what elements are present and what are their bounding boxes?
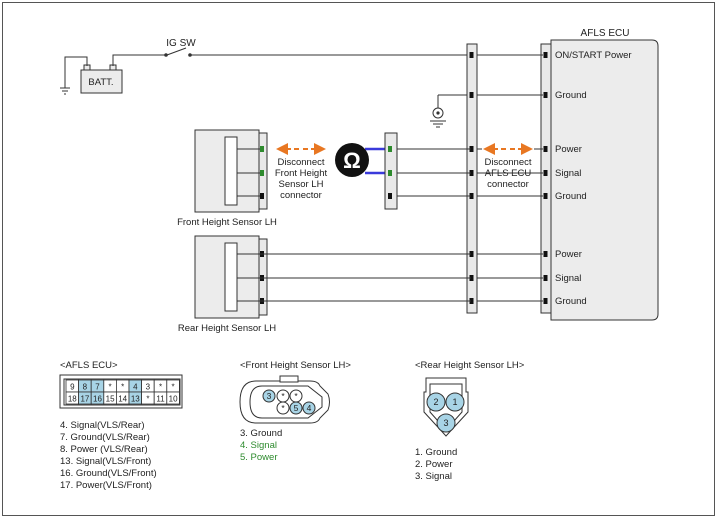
ecu-pin-number: 3	[146, 383, 151, 392]
ecu-pin-label: ON/START Power	[555, 50, 632, 61]
legend-rear-item: 1. Ground	[415, 447, 457, 458]
rear-height-sensor: Rear Height Sensor LH	[178, 235, 471, 334]
legend-ecu-item: 7. Ground(VLS/Rear)	[60, 432, 150, 443]
ecu-pin-number: 7	[95, 383, 100, 392]
ecu-pin-number: 18	[68, 395, 77, 404]
ecu-pin-label: Signal	[555, 168, 581, 179]
ohm-symbol-icon: Ω	[343, 148, 361, 173]
legend-ecu-item: 13. Signal(VLS/Front)	[60, 456, 151, 467]
ig-sw-label: IG SW	[166, 38, 196, 49]
ecu-pin-number: 13	[131, 395, 140, 404]
battery: BATT.	[60, 56, 123, 95]
ecu-wires	[477, 54, 543, 302]
front-height-sensor: Front Height Sensor LH	[177, 129, 277, 228]
ecu-pin-number: *	[121, 383, 124, 392]
legend-front-title: <Front Height Sensor LH>	[240, 360, 351, 371]
legend-ecu-item: 8. Power (VLS/Rear)	[60, 444, 148, 455]
ecu-pin-number: 9	[70, 383, 75, 392]
front-pin-label: *	[294, 391, 298, 401]
battery-label: BATT.	[88, 77, 113, 88]
ecu-pin-number: 14	[118, 395, 127, 404]
disconnect-ecu-indicator: Disconnect AFLS ECU connector	[483, 143, 533, 190]
ecu-pin-label: Ground	[555, 90, 587, 101]
ecu-pin-number: *	[109, 383, 112, 392]
front-pin-label: *	[281, 403, 285, 413]
legend-front-item: 3. Ground	[240, 428, 282, 439]
ohmmeter: Ω	[335, 143, 389, 177]
front-pin-label: 3	[267, 391, 272, 401]
legend-front-item: 5. Power	[240, 452, 278, 463]
ecu-pin-cell	[166, 391, 180, 405]
ecu-pin-number: *	[172, 383, 175, 392]
ecu-pin-number: 10	[169, 395, 178, 404]
legend-ecu-item: 16. Ground(VLS/Front)	[60, 468, 157, 479]
front-pin-label: *	[281, 391, 285, 401]
ecu-pin-label: Ground	[555, 191, 587, 202]
ecu-pin-number: 17	[80, 395, 89, 404]
chassis-ground	[430, 94, 471, 128]
legend-front-sensor: <Front Height Sensor LH> 3 * * * 5 4 3. …	[239, 360, 351, 463]
ecu-pin-label: Ground	[555, 296, 587, 307]
disconnect-front-text: Disconnect	[278, 157, 325, 168]
ecu-pin-number: *	[146, 395, 149, 404]
disconnect-front-text: Front Height	[275, 168, 328, 179]
disconnect-front-text: Sensor LH	[279, 179, 324, 190]
front-pin-label: 4	[307, 403, 312, 413]
junction-connector	[466, 43, 478, 314]
rear-pin-label: 1	[452, 397, 457, 407]
ecu-pin-number: 16	[93, 395, 102, 404]
ecu-pin-number: 4	[133, 383, 138, 392]
ecu-pin-number: 8	[83, 383, 88, 392]
disconnect-ecu-text: Disconnect	[485, 157, 532, 168]
legend-ecu-title: <AFLS ECU>	[60, 360, 118, 371]
afls-ecu: AFLS ECU ON/START Power Ground Power Sig…	[540, 28, 659, 321]
disconnect-front-text: connector	[280, 190, 322, 201]
intermediate-connector	[384, 132, 471, 210]
disconnect-front-indicator: Disconnect Front Height Sensor LH connec…	[275, 143, 328, 201]
disconnect-ecu-text: connector	[487, 179, 529, 190]
ecu-pin-number: 11	[156, 395, 165, 404]
legend-rear-item: 3. Signal	[415, 471, 452, 482]
ecu-pin-label: Signal	[555, 273, 581, 284]
legend-ecu-item: 17. Power(VLS/Front)	[60, 480, 152, 491]
front-pin-label: 5	[294, 403, 299, 413]
legend-rear-item: 2. Power	[415, 459, 453, 470]
legend-rear-title: <Rear Height Sensor LH>	[415, 360, 525, 371]
legend-front-item: 4. Signal	[240, 440, 277, 451]
legend-rear-sensor: <Rear Height Sensor LH> 2 1 3 1. Ground …	[415, 360, 525, 482]
legend-ecu-item: 4. Signal(VLS/Rear)	[60, 420, 144, 431]
rear-pin-label: 2	[433, 397, 438, 407]
rear-pin-label: 3	[443, 418, 448, 428]
front-sensor-label: Front Height Sensor LH	[177, 217, 277, 228]
ecu-pin-label: Power	[555, 144, 582, 155]
ecu-title: AFLS ECU	[581, 28, 630, 39]
ecu-pin-number: *	[159, 383, 162, 392]
rear-sensor-label: Rear Height Sensor LH	[178, 323, 276, 334]
ecu-pin-number: 15	[106, 395, 115, 404]
ecu-pin-label: Power	[555, 249, 582, 260]
ignition-switch: IG SW	[112, 38, 471, 66]
